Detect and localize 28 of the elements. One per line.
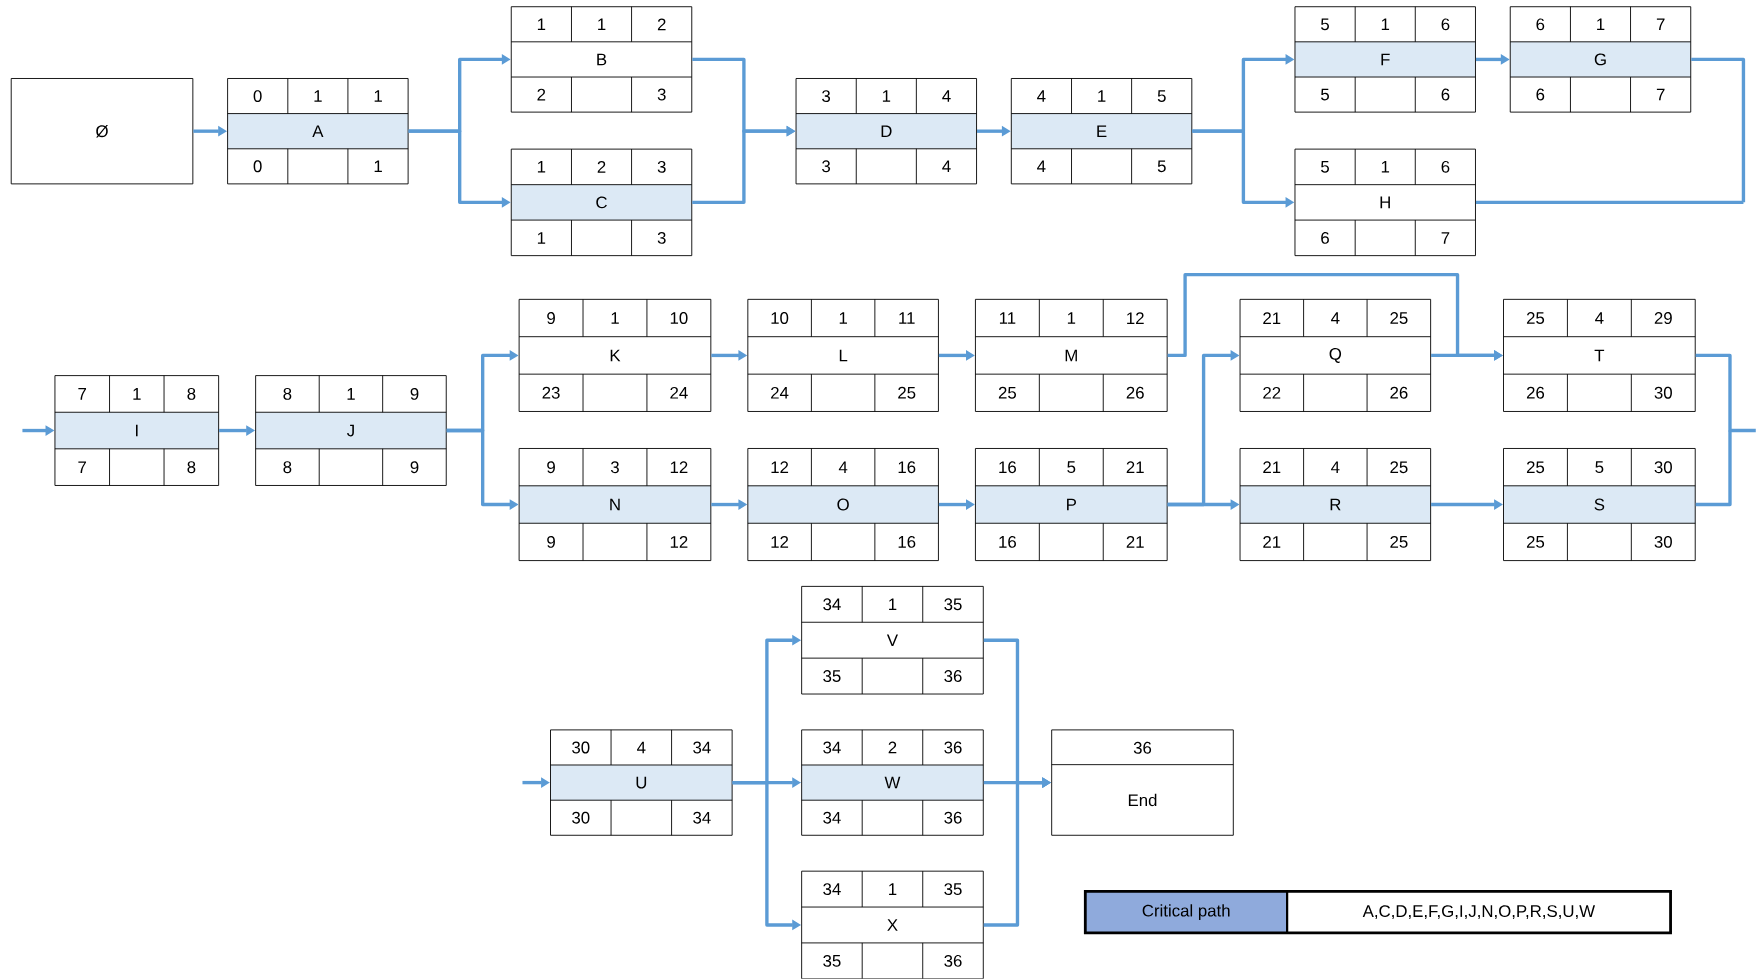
activity-box: 7 1 8 I 7 8 xyxy=(54,375,220,487)
start-box: Ø xyxy=(10,78,194,185)
activity-box: 3 1 4 D 3 4 xyxy=(795,78,977,185)
activity-box: 5 1 6 H 6 7 xyxy=(1294,148,1476,257)
activity-box: 1 1 2 B 2 3 xyxy=(510,6,693,113)
activity-box: 34 1 35 X 35 36 xyxy=(801,870,984,979)
end-box: 36 End xyxy=(1051,729,1234,836)
activity-box: 9 3 12 N 9 12 xyxy=(518,448,712,562)
activity-box: 4 1 5 E 4 5 xyxy=(1010,78,1193,185)
activity-box: 8 1 9 J 8 9 xyxy=(255,375,447,487)
activity-box: 11 1 12 M 25 26 xyxy=(975,299,1168,413)
activity-box: 34 2 36 W 34 36 xyxy=(801,729,984,836)
activity-box: 5 1 6 F 5 6 xyxy=(1294,6,1476,113)
legend-cell: A,C,D,E,F,G,I,J,N,O,P,R,S,U,W xyxy=(1286,891,1595,933)
activity-box: 1 2 3 C 1 3 xyxy=(510,148,693,257)
activity-box: 25 5 30 S 25 30 xyxy=(1503,448,1696,562)
legend-text: Critical path xyxy=(1142,904,1230,920)
activity-box: 12 4 16 O 12 16 xyxy=(747,448,939,562)
activity-box: 21 4 25 Q 22 26 xyxy=(1239,299,1432,413)
activity-box: 6 1 7 G 6 7 xyxy=(1509,6,1692,113)
activity-box: 34 1 35 V 35 36 xyxy=(801,586,984,695)
activity-box: 30 4 34 U 30 34 xyxy=(550,729,733,836)
activity-box: 10 1 11 L 24 25 xyxy=(747,299,939,413)
activity-box: 25 4 29 T 26 30 xyxy=(1503,299,1696,413)
activity-box: 21 4 25 R 21 25 xyxy=(1239,448,1432,562)
activity-box: 0 1 1 A 0 1 xyxy=(227,78,409,185)
activity-box: 9 1 10 K 23 24 xyxy=(518,299,712,413)
activity-box: 16 5 21 P 16 21 xyxy=(975,448,1168,562)
